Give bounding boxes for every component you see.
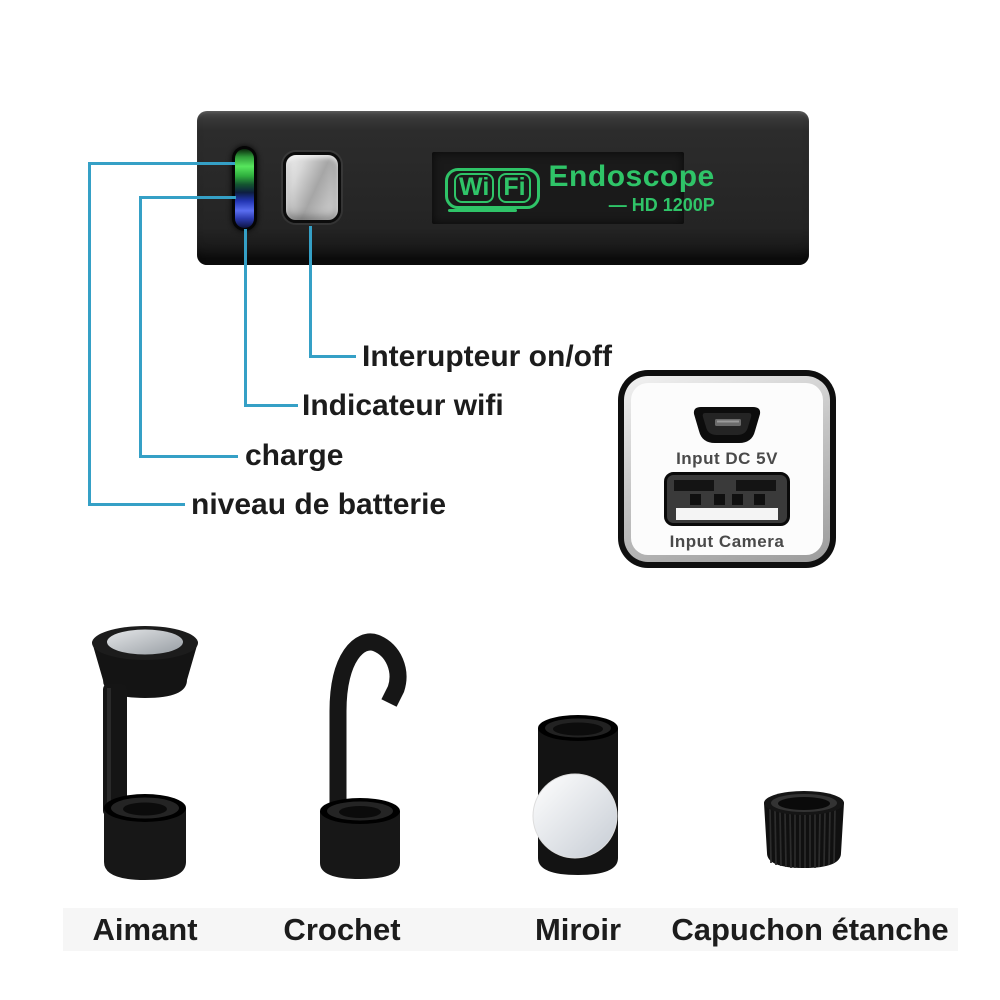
label-hook: Crochet [283, 912, 401, 947]
label-power-switch: Interupteur on/off [362, 340, 612, 373]
device-label-panel: Wi Fi Endoscope — HD 1200P [432, 152, 715, 224]
magnet-accessory-graphic [92, 626, 198, 880]
callout-line-battery-level [88, 503, 185, 506]
camera-port-label: Input Camera [669, 532, 785, 551]
callout-line-battery-level [88, 162, 235, 165]
micro-usb-port-icon [693, 407, 761, 443]
product-name: Endoscope [548, 160, 715, 193]
callout-line-wifi-indicator [244, 229, 247, 407]
label-magnet: Aimant [92, 912, 198, 947]
label-battery-level: niveau de batterie [191, 488, 447, 521]
wifi-logo-wi: Wi [454, 172, 495, 203]
wifi-logo-fi: Fi [498, 172, 531, 203]
endoscope-device-body: Wi Fi Endoscope — HD 1200P [197, 111, 809, 265]
ports-panel-face: Input DC 5V Input Camera [631, 383, 823, 555]
label-wifi-indicator: Indicateur wifi [302, 389, 504, 422]
callout-line-wifi-indicator [244, 404, 298, 407]
led-glow [235, 149, 254, 228]
label-charge: charge [245, 439, 344, 472]
waterproof-cap-accessory-graphic [764, 791, 844, 869]
callout-line-charge [139, 196, 142, 458]
dc-port-label: Input DC 5V [676, 449, 778, 468]
callout-line-power-switch [309, 226, 312, 358]
product-model: — HD 1200P [608, 195, 715, 215]
wifi-logo-underline [448, 208, 518, 212]
usb-a-port-icon [664, 472, 790, 526]
callout-line-battery-level [88, 162, 91, 506]
power-button [283, 152, 341, 223]
mirror-accessory-graphic [532, 715, 618, 875]
ports-closeup-panel: Input DC 5V Input Camera [618, 370, 836, 568]
label-mirror: Miroir [534, 912, 622, 947]
device-brand-text: Endoscope — HD 1200P [548, 160, 715, 215]
callout-line-charge [139, 196, 236, 199]
hook-accessory-graphic [320, 633, 407, 879]
callout-line-power-switch [309, 355, 356, 358]
wifi-logo: Wi Fi [445, 167, 540, 212]
accessory-label-band [63, 908, 958, 951]
battery-wifi-led-indicator [232, 146, 257, 231]
label-waterproof-cap: Capuchon étanche [671, 912, 949, 947]
callout-line-charge [139, 455, 238, 458]
